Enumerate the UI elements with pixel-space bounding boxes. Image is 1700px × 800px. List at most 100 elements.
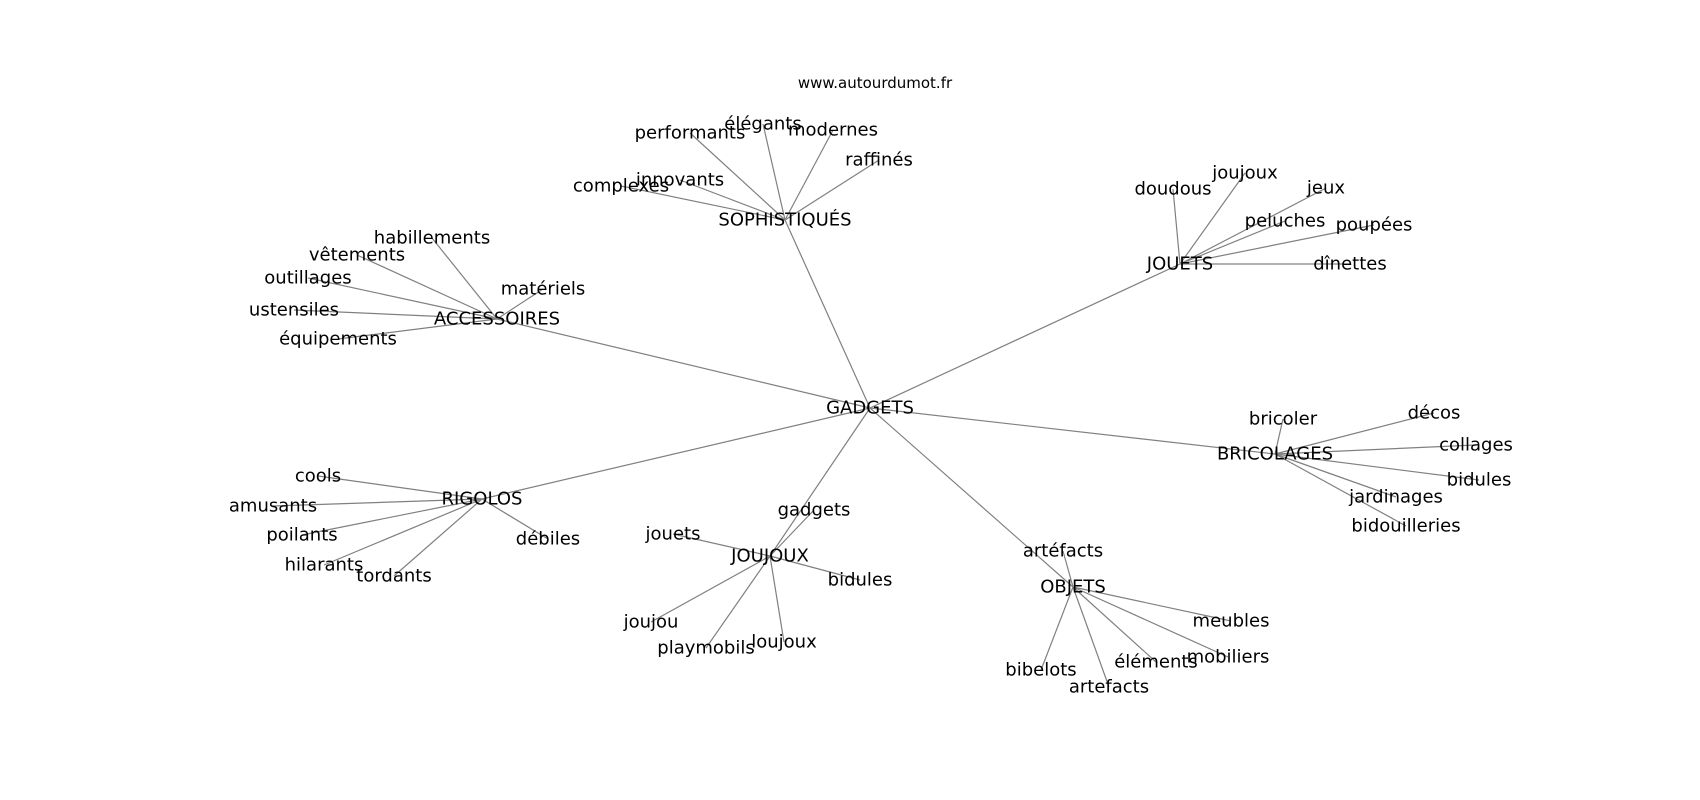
edge-joujoux-2 xyxy=(769,555,861,581)
node-joujoux-leaf[interactable]: gadgets xyxy=(778,500,851,521)
edge-accessoires-4 xyxy=(337,318,498,340)
node-sophistiques-leaf[interactable]: innovants xyxy=(636,170,724,191)
edge-accessoires-1 xyxy=(356,254,498,320)
edge-objets-0 xyxy=(1062,550,1074,588)
edge-joujoux-3 xyxy=(650,555,771,623)
node-sophistiques-leaf[interactable]: élégants xyxy=(724,114,801,135)
edge-objets-2 xyxy=(1072,586,1229,658)
node-rigolos-leaf[interactable]: cools xyxy=(295,466,341,487)
node-accessoires[interactable]: ACCESSOIRES xyxy=(434,309,560,330)
edge-center-jouets xyxy=(869,263,1181,409)
edge-jouets-2 xyxy=(1179,187,1327,265)
edge-joujoux-1 xyxy=(672,533,771,557)
node-joujoux[interactable]: JOUJOUX xyxy=(730,546,809,567)
node-rigolos[interactable]: RIGOLOS xyxy=(442,489,523,510)
node-jouets-leaf[interactable]: joujoux xyxy=(1211,163,1278,184)
edge-jouets-0 xyxy=(1172,188,1181,265)
edge-joujoux-5 xyxy=(769,555,785,643)
edge-bricolages-5 xyxy=(1274,453,1407,527)
node-sophistiques-leaf[interactable]: modernes xyxy=(788,120,878,141)
node-bricolages-leaf[interactable]: bidules xyxy=(1447,470,1512,491)
node-objets-leaf[interactable]: artéfacts xyxy=(1023,541,1103,562)
edge-rigolos-4 xyxy=(393,498,483,577)
edge-accessoires-2 xyxy=(307,277,498,320)
edge-sophistiques-4 xyxy=(784,129,834,221)
edge-accessoires-3 xyxy=(293,309,498,320)
node-rigolos-leaf[interactable]: amusants xyxy=(229,496,317,517)
node-sophistiques-leaf[interactable]: raffinés xyxy=(845,150,913,171)
node-joujoux-leaf[interactable]: playmobils xyxy=(657,638,754,659)
edge-center-objets xyxy=(869,407,1074,588)
edge-bricolages-1 xyxy=(1274,412,1435,455)
edge-center-rigolos xyxy=(481,407,871,500)
node-joujoux-leaf[interactable]: bidules xyxy=(828,570,893,591)
edge-jouets-1 xyxy=(1179,172,1246,265)
site-url[interactable]: www.autourdumot.fr xyxy=(798,74,953,92)
node-sophistiques-leaf[interactable]: complexes xyxy=(573,176,669,197)
node-jouets-leaf[interactable]: peluches xyxy=(1245,211,1326,232)
edge-sophistiques-2 xyxy=(689,132,786,221)
node-objets-leaf[interactable]: mobiliers xyxy=(1187,647,1270,668)
edge-objets-3 xyxy=(1072,586,1157,663)
node-center[interactable]: GADGETS xyxy=(826,398,914,419)
node-accessoires-leaf[interactable]: outillages xyxy=(264,268,351,289)
node-bricolages-leaf[interactable]: jardinages xyxy=(1348,487,1443,508)
edge-rigolos-5 xyxy=(481,498,549,540)
node-bricolages-leaf[interactable]: collages xyxy=(1439,435,1513,456)
node-accessoires-leaf[interactable]: ustensiles xyxy=(249,300,339,321)
node-bricolages-leaf[interactable]: décos xyxy=(1408,403,1461,424)
edge-objets-1 xyxy=(1072,586,1232,622)
node-objets-leaf[interactable]: meubles xyxy=(1193,611,1270,632)
node-rigolos-leaf[interactable]: poilants xyxy=(266,525,337,546)
node-jouets-leaf[interactable]: jeux xyxy=(1306,178,1345,199)
edge-bricolages-4 xyxy=(1274,453,1397,498)
edge-jouets-4 xyxy=(1179,224,1375,265)
node-jouets-leaf[interactable]: dînettes xyxy=(1313,254,1386,275)
edge-objets-5 xyxy=(1072,586,1110,688)
edge-sophistiques-3 xyxy=(762,123,786,221)
node-objets-leaf[interactable]: bibelots xyxy=(1005,660,1076,681)
edge-bricolages-3 xyxy=(1274,453,1480,481)
edge-rigolos-0 xyxy=(317,475,483,500)
edge-jouets-3 xyxy=(1179,220,1286,265)
edge-accessoires-0 xyxy=(431,237,498,320)
node-sophistiques[interactable]: SOPHISTIQUÉS xyxy=(718,209,851,231)
node-accessoires-leaf[interactable]: matériels xyxy=(501,279,586,300)
node-bricolages[interactable]: BRICOLAGES xyxy=(1217,444,1333,465)
edge-objets-4 xyxy=(1040,586,1074,671)
node-accessoires-leaf[interactable]: vêtements xyxy=(309,245,405,266)
edge-sophistiques-5 xyxy=(784,159,880,221)
node-accessoires-leaf[interactable]: habillements xyxy=(374,228,490,249)
node-joujoux-leaf[interactable]: loujoux xyxy=(751,632,817,653)
edge-center-joujoux xyxy=(769,407,871,557)
node-jouets[interactable]: JOUETS xyxy=(1146,254,1213,275)
node-joujoux-leaf[interactable]: jouets xyxy=(645,524,701,545)
node-objets[interactable]: OBJETS xyxy=(1040,577,1106,598)
edge-bricolages-0 xyxy=(1274,418,1284,455)
edge-center-bricolages xyxy=(869,407,1276,455)
node-joujoux-leaf[interactable]: joujou xyxy=(623,612,679,633)
edge-rigolos-1 xyxy=(272,498,483,507)
node-jouets-leaf[interactable]: poupées xyxy=(1336,215,1413,236)
graph-edges xyxy=(272,123,1480,688)
edge-rigolos-2 xyxy=(301,498,483,536)
node-accessoires-leaf[interactable]: équipements xyxy=(279,329,397,350)
node-rigolos-leaf[interactable]: débiles xyxy=(516,529,580,550)
edge-center-accessoires xyxy=(496,318,871,409)
node-jouets-leaf[interactable]: doudous xyxy=(1134,179,1211,200)
node-objets-leaf[interactable]: éléments xyxy=(1114,652,1198,673)
node-bricolages-leaf[interactable]: bidouilleries xyxy=(1351,516,1460,537)
edge-sophistiques-0 xyxy=(620,185,786,221)
edge-bricolages-2 xyxy=(1274,444,1477,455)
node-bricolages-leaf[interactable]: bricoler xyxy=(1249,409,1318,430)
edge-joujoux-0 xyxy=(769,509,815,557)
node-sophistiques-leaf[interactable]: performants xyxy=(635,123,746,144)
node-objets-leaf[interactable]: artefacts xyxy=(1069,677,1149,698)
edge-joujoux-4 xyxy=(705,555,771,649)
node-rigolos-leaf[interactable]: tordants xyxy=(356,566,431,587)
edge-accessoires-5 xyxy=(496,288,544,320)
edge-rigolos-3 xyxy=(323,498,483,566)
node-rigolos-leaf[interactable]: hilarants xyxy=(285,555,364,576)
